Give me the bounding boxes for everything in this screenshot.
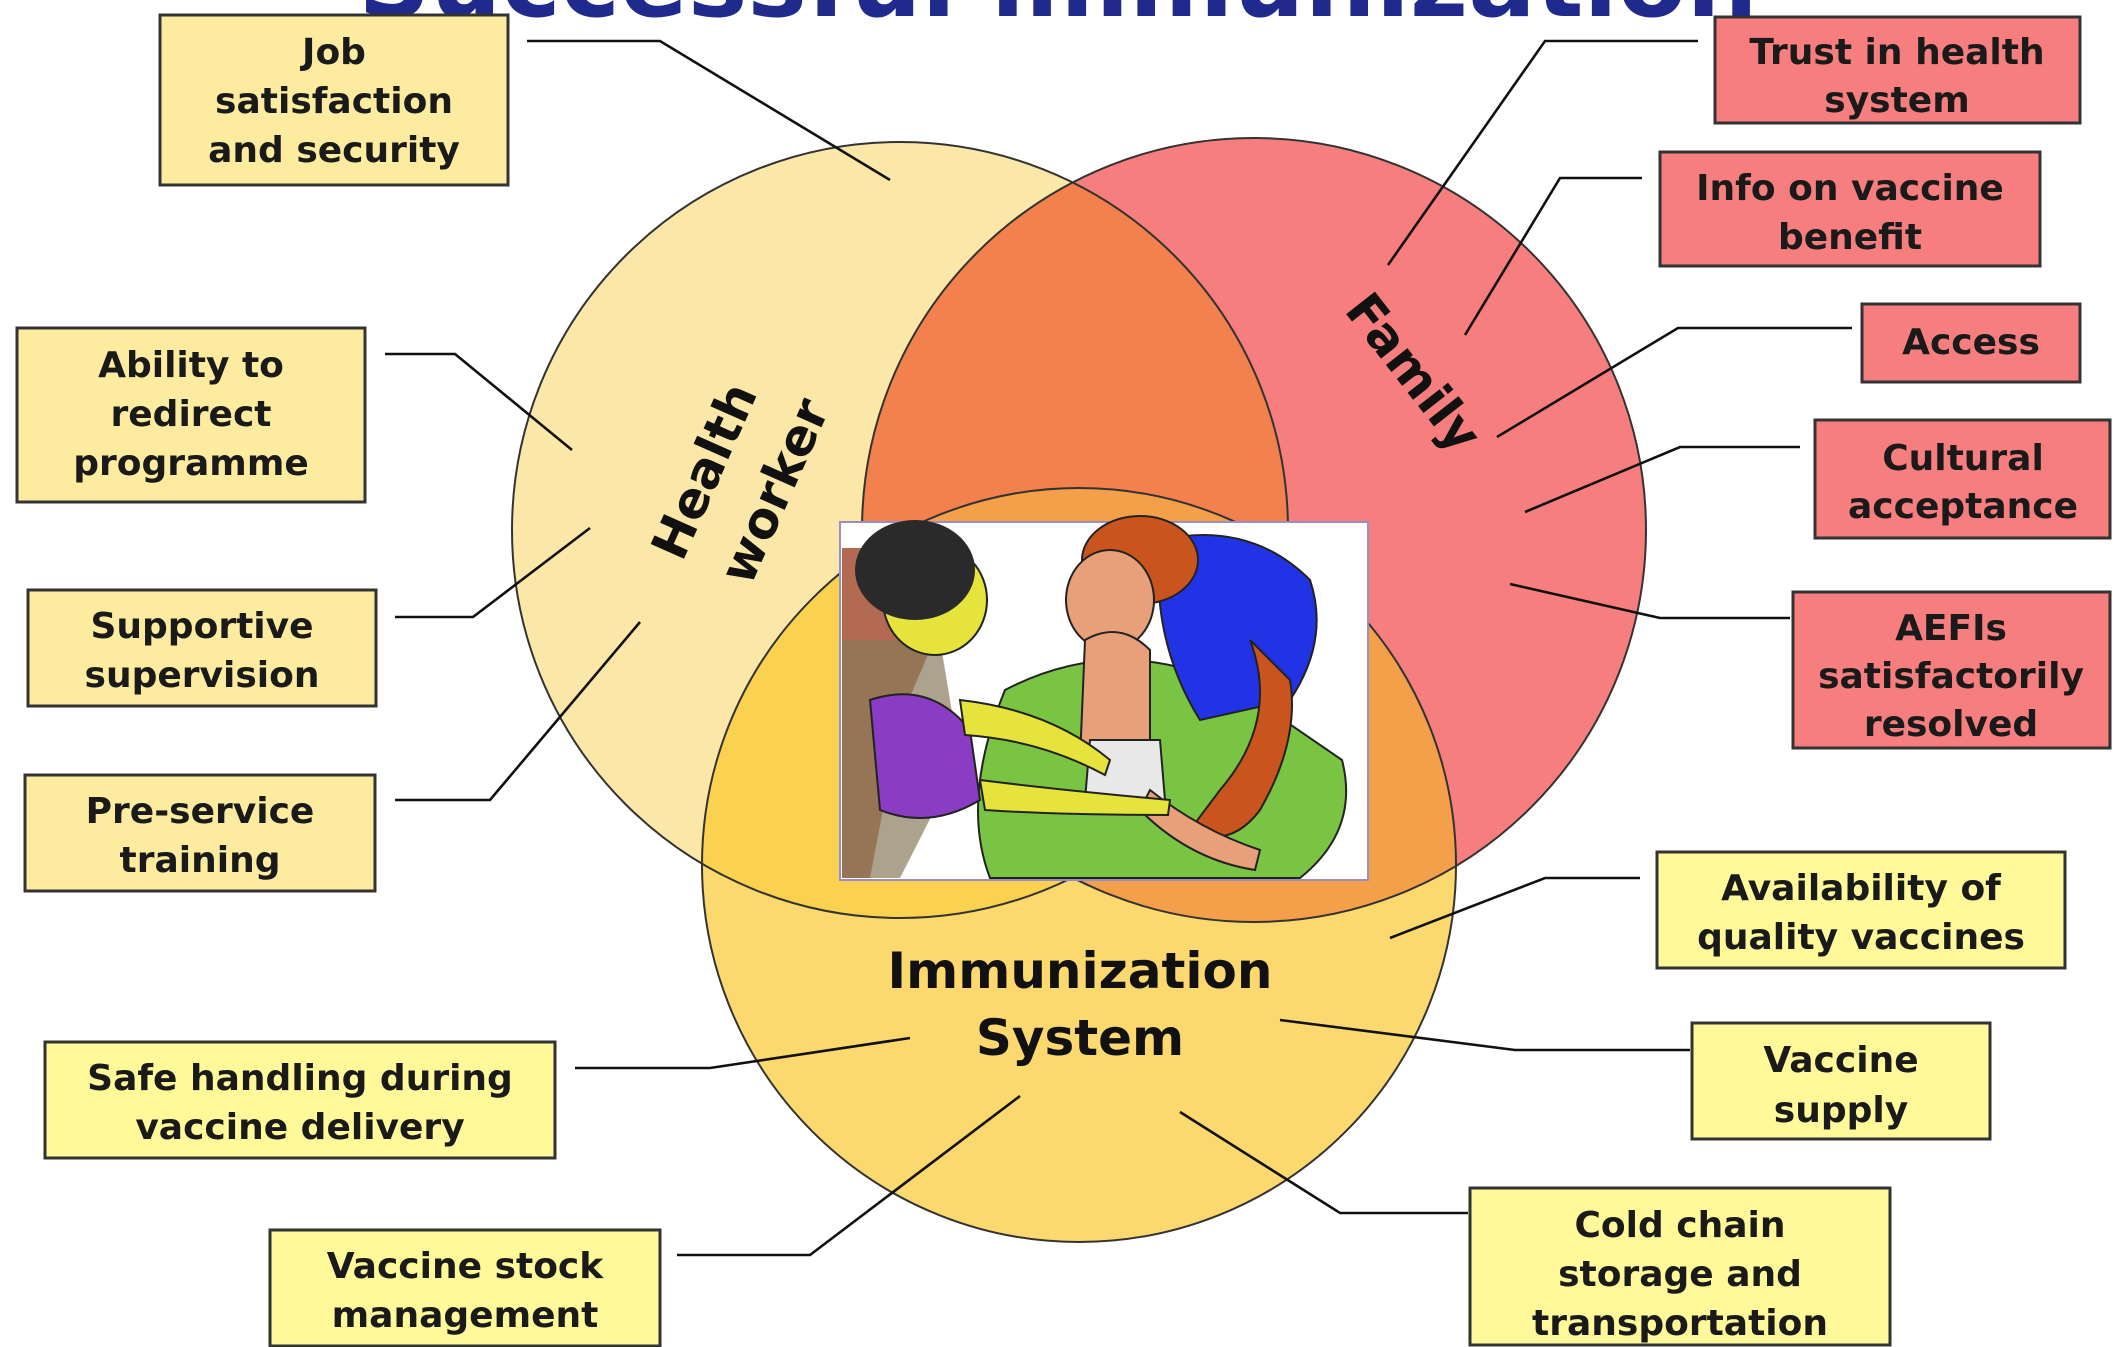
box-supportive-supervision: Supportive supervision bbox=[26, 588, 378, 708]
svg-text:Vaccine stock: Vaccine stock bbox=[327, 1246, 604, 1287]
svg-text:Safe handling during: Safe handling during bbox=[87, 1058, 513, 1099]
box-trust-in-health-system: Trust in health system bbox=[1713, 15, 2082, 125]
svg-text:management: management bbox=[332, 1295, 599, 1336]
svg-text:resolved: resolved bbox=[1864, 704, 2038, 745]
box-availability-quality-vaccines: Availability of quality vaccines bbox=[1655, 850, 2067, 970]
svg-text:Supportive: Supportive bbox=[90, 606, 313, 647]
svg-text:Cultural: Cultural bbox=[1882, 438, 2044, 479]
svg-text:quality vaccines: quality vaccines bbox=[1697, 917, 2025, 958]
svg-text:Availability of: Availability of bbox=[1721, 868, 2001, 909]
box-info-on-vaccine-benefit: Info on vaccine benefit bbox=[1658, 150, 2042, 268]
box-vaccine-stock: Vaccine stock management bbox=[268, 1228, 662, 1347]
svg-text:Vaccine: Vaccine bbox=[1763, 1040, 1918, 1081]
box-vaccine-supply: Vaccine supply bbox=[1690, 1021, 1992, 1141]
svg-text:vaccine delivery: vaccine delivery bbox=[135, 1107, 464, 1148]
svg-text:satisfaction: satisfaction bbox=[215, 81, 453, 122]
svg-text:supply: supply bbox=[1774, 1090, 1908, 1131]
svg-text:satisfactorily: satisfactorily bbox=[1818, 656, 2084, 697]
svg-text:and security: and security bbox=[208, 130, 460, 171]
box-access: Access bbox=[1860, 302, 2082, 384]
svg-text:supervision: supervision bbox=[85, 655, 320, 696]
svg-text:Access: Access bbox=[1902, 322, 2040, 363]
svg-text:storage and: storage and bbox=[1558, 1254, 1802, 1295]
box-cold-chain: Cold chain storage and transportation bbox=[1468, 1186, 1892, 1347]
box-safe-handling: Safe handling during vaccine delivery bbox=[43, 1040, 557, 1160]
svg-text:transportation: transportation bbox=[1532, 1303, 1828, 1344]
svg-text:Info on vaccine: Info on vaccine bbox=[1696, 168, 2004, 209]
immunization-label: Immunization bbox=[888, 942, 1273, 1000]
svg-text:AEFIs: AEFIs bbox=[1895, 608, 2007, 649]
box-cultural-acceptance: Cultural acceptance bbox=[1813, 418, 2112, 540]
svg-text:programme: programme bbox=[73, 443, 309, 484]
box-aefis-resolved: AEFIs satisfactorily resolved bbox=[1791, 590, 2112, 750]
svg-text:acceptance: acceptance bbox=[1848, 486, 2078, 527]
svg-text:Pre-service: Pre-service bbox=[86, 791, 315, 832]
svg-text:training: training bbox=[120, 840, 281, 881]
leader-lines bbox=[385, 39, 1852, 1257]
svg-text:Job: Job bbox=[299, 32, 366, 73]
box-ability-to-redirect: Ability to redirect programme bbox=[15, 326, 367, 504]
svg-text:Trust in health: Trust in health bbox=[1749, 32, 2044, 73]
diagram-title: Successful immunization bbox=[358, 0, 1757, 40]
box-job-satisfaction: Job satisfaction and security bbox=[158, 13, 510, 187]
system-label: System bbox=[976, 1009, 1184, 1067]
svg-text:Cold chain: Cold chain bbox=[1574, 1205, 1785, 1246]
svg-text:system: system bbox=[1824, 80, 1969, 121]
svg-text:Ability to: Ability to bbox=[98, 345, 284, 386]
box-pre-service-training: Pre-service training bbox=[23, 773, 377, 893]
health-worker-vaccinating-child-illustration bbox=[839, 515, 1369, 881]
svg-text:redirect: redirect bbox=[111, 394, 272, 435]
svg-text:benefit: benefit bbox=[1778, 217, 1922, 258]
